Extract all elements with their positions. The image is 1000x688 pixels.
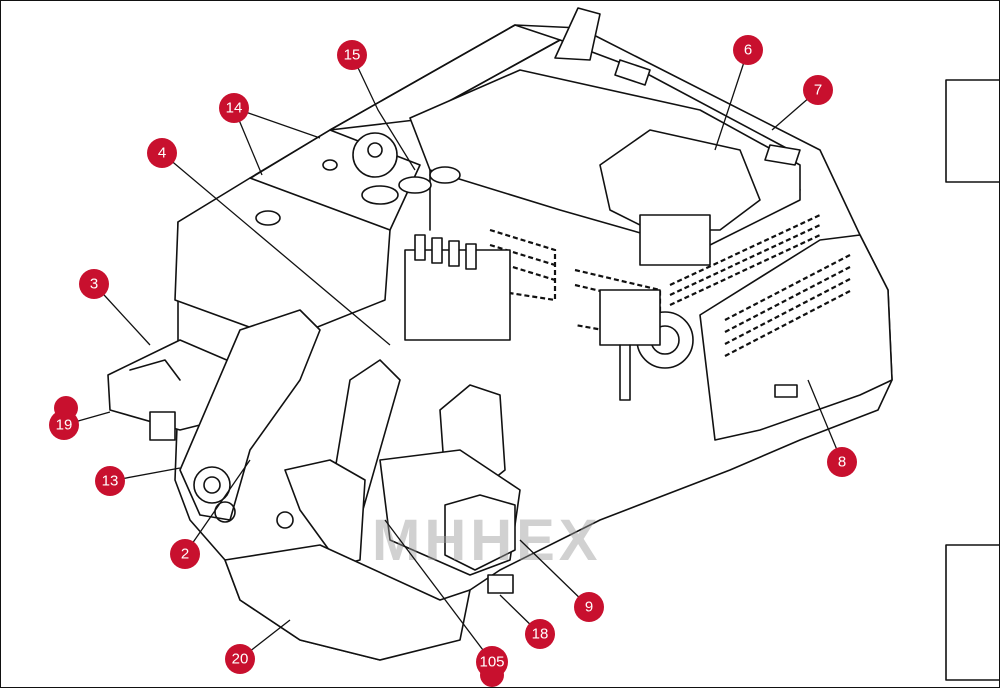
svg-text:15: 15 [344, 47, 361, 64]
svg-text:19: 19 [56, 417, 73, 434]
machine-body [107, 7, 893, 661]
svg-text:14: 14 [226, 100, 243, 117]
svg-text:2: 2 [181, 546, 189, 563]
side-tab-upper [945, 79, 1000, 183]
svg-text:6: 6 [744, 42, 752, 59]
svg-text:13: 13 [102, 473, 119, 490]
side-tab-lower [945, 544, 1000, 681]
callout-6[interactable]: 6 [733, 35, 763, 65]
callout-7[interactable]: 7 [803, 75, 833, 105]
callout-20[interactable]: 20 [225, 644, 255, 674]
callout-13[interactable]: 13 [95, 466, 125, 496]
callout-4[interactable]: 4 [147, 138, 177, 168]
svg-text:9: 9 [585, 599, 593, 616]
callout-8[interactable]: 8 [827, 447, 857, 477]
svg-text:7: 7 [814, 82, 822, 99]
callout-3[interactable]: 3 [79, 269, 109, 299]
callout-14[interactable]: 14 [219, 93, 249, 123]
callout-19[interactable]: 19 [49, 396, 79, 440]
callout-9[interactable]: 9 [574, 592, 604, 622]
svg-text:105: 105 [479, 654, 504, 671]
svg-text:18: 18 [532, 626, 549, 643]
svg-text:3: 3 [90, 276, 98, 293]
svg-text:20: 20 [232, 651, 249, 668]
callout-18[interactable]: 18 [525, 619, 555, 649]
callout-2[interactable]: 2 [170, 539, 200, 569]
svg-text:8: 8 [838, 454, 846, 471]
watermark-text: MHHEX [372, 508, 601, 573]
callout-105[interactable]: 105 [476, 646, 508, 687]
callout-15[interactable]: 15 [337, 40, 367, 70]
svg-text:4: 4 [158, 145, 166, 162]
